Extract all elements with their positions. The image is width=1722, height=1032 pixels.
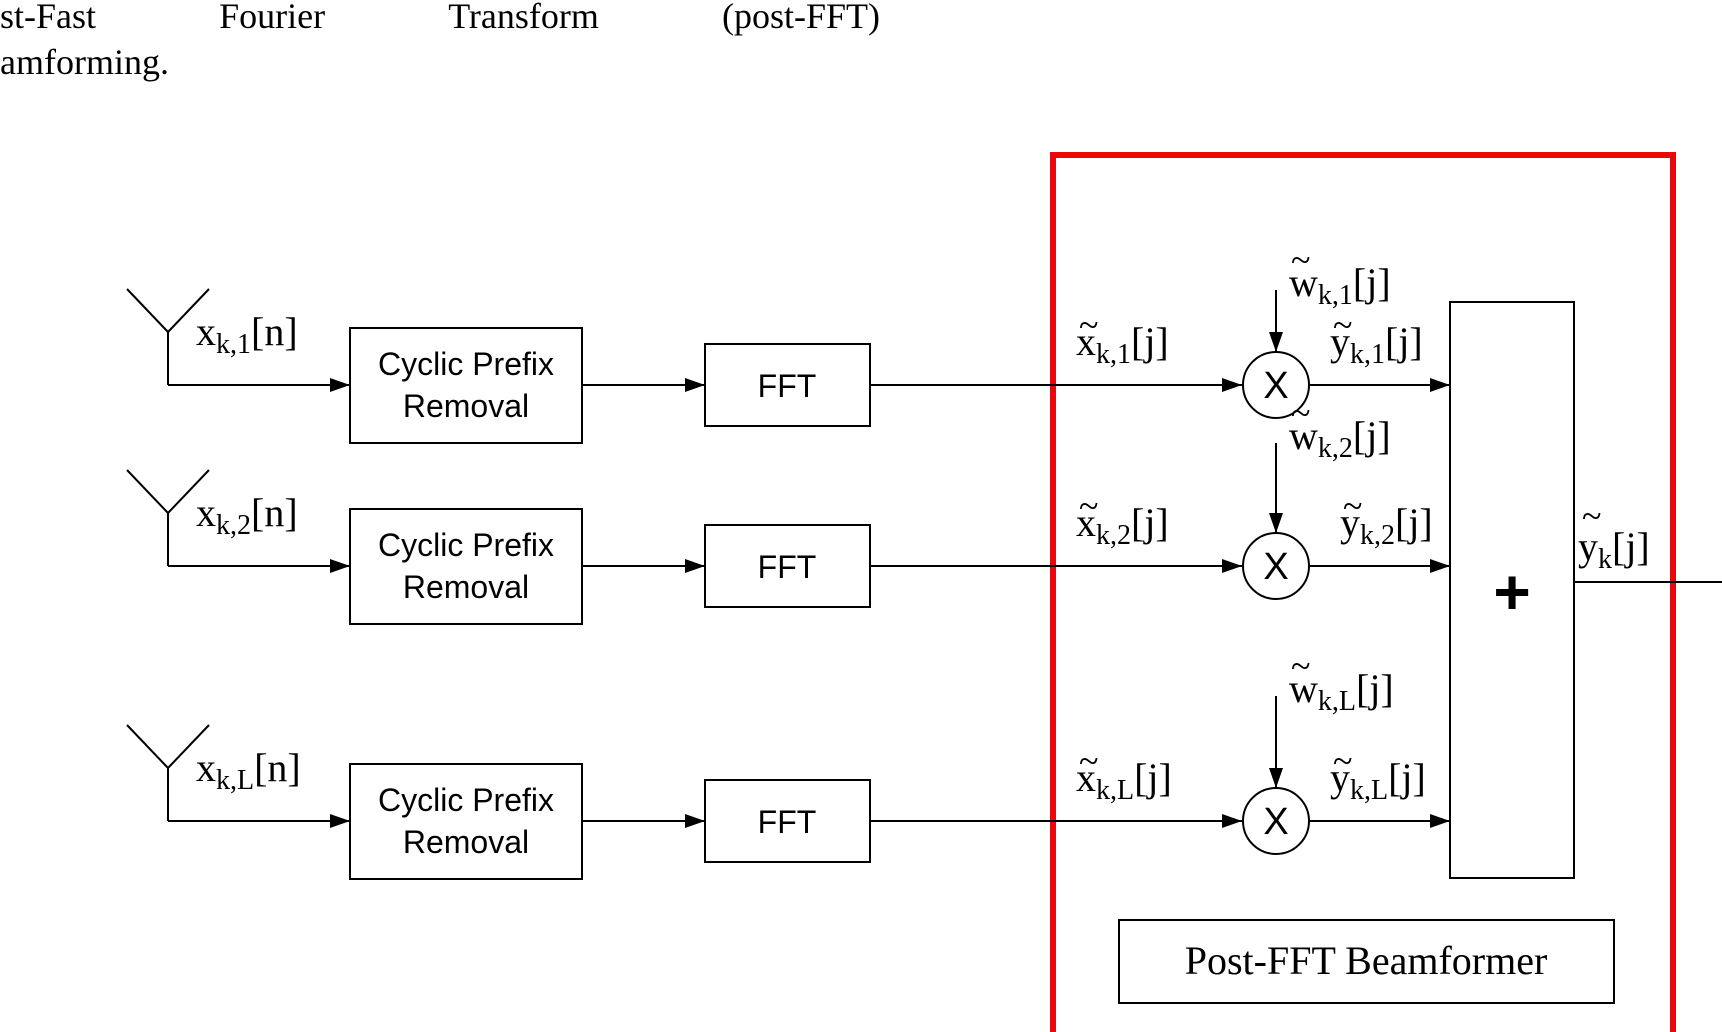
weight-label-subscript: k,L <box>1318 686 1356 717</box>
weighted-output-label-argument: [j] <box>1385 319 1423 364</box>
signal-branch: xk,2[n]Cyclic PrefixRemovalFFT~xk,2[j]~w… <box>126 393 1450 625</box>
fft-block-label: FFT <box>758 549 817 585</box>
weight-label-tilde: ~ <box>1291 393 1310 433</box>
freq-domain-label: xk,2[j] <box>1076 500 1169 551</box>
weighted-output-label-symbol: y <box>1330 319 1350 364</box>
freq-domain-label-subscript: k,L <box>1096 775 1134 806</box>
cp-block-label-line-2: Removal <box>403 388 529 424</box>
signal-branch: xk,L[n]Cyclic PrefixRemovalFFT~xk,L[j]~w… <box>126 646 1450 880</box>
freq-domain-label-subscript: k,1 <box>1096 339 1131 370</box>
input-signal-label: xk,L[n] <box>196 745 301 796</box>
antenna-icon <box>126 469 210 566</box>
multiplier-symbol: X <box>1263 801 1288 843</box>
weighted-output-label-symbol: y <box>1340 500 1360 545</box>
freq-domain-label-symbol: x <box>1076 755 1096 800</box>
input-signal-label-subscript: k,1 <box>216 329 251 360</box>
freq-domain-label-argument: [j] <box>1134 755 1172 800</box>
freq-domain-label-subscript: k,2 <box>1096 520 1131 551</box>
weight-label: wk,1[j] <box>1289 260 1391 311</box>
weighted-output-label: yk,L[j] <box>1330 755 1426 806</box>
freq-domain-label-argument: [j] <box>1131 500 1169 545</box>
fft-block <box>704 779 871 863</box>
summer-block <box>1449 301 1575 879</box>
cp-block-label-line-1: Cyclic Prefix <box>378 527 554 563</box>
freq-label-tilde: ~ <box>1079 305 1098 345</box>
weight-label: wk,2[j] <box>1289 413 1391 464</box>
weighted-output-tilde: ~ <box>1333 741 1352 781</box>
caption-word: st-Fast <box>0 0 97 36</box>
weighted-output-label: yk,2[j] <box>1340 500 1433 551</box>
weighted-output-label-symbol: y <box>1330 755 1350 800</box>
weighted-output-tilde: ~ <box>1333 305 1352 345</box>
caption-word: (post-FFT) <box>721 0 880 36</box>
weight-label-argument: [j] <box>1353 413 1391 458</box>
weighted-output-label-subscript: k,L <box>1350 775 1388 806</box>
output-symbol: y <box>1578 524 1598 569</box>
weighted-output-label: yk,1[j] <box>1330 319 1423 370</box>
antenna-icon <box>126 724 210 821</box>
input-signal-label-argument: [n] <box>251 309 298 354</box>
cp-block-label-line-1: Cyclic Prefix <box>378 346 554 382</box>
caption-line-1: st-Fast Fourier Transform (post-FFT) <box>0 0 880 34</box>
cp-block-label-line-2: Removal <box>403 824 529 860</box>
input-signal-label-subscript: k,2 <box>216 510 251 541</box>
weight-label-argument: [j] <box>1353 260 1391 305</box>
output-subscript: k <box>1598 544 1612 575</box>
weight-label-symbol: w <box>1289 666 1318 711</box>
weight-label-subscript: k,1 <box>1318 280 1353 311</box>
freq-domain-label-symbol: x <box>1076 319 1096 364</box>
freq-label-tilde: ~ <box>1079 486 1098 526</box>
input-signal-label-symbol: x <box>196 309 216 354</box>
multiplier-symbol: X <box>1263 365 1288 407</box>
beamformer-highlight-frame <box>1050 152 1676 1032</box>
beamformer-label-box <box>1118 919 1615 1004</box>
weight-label-subscript: k,2 <box>1318 433 1353 464</box>
freq-label-tilde: ~ <box>1079 741 1098 781</box>
input-signal-label-argument: [n] <box>254 745 301 790</box>
weighted-output-label-argument: [j] <box>1395 500 1433 545</box>
freq-domain-label: xk,1[j] <box>1076 319 1169 370</box>
weight-label-tilde: ~ <box>1291 240 1310 280</box>
beamformer-label: Post-FFT Beamformer <box>1185 938 1548 983</box>
weight-label: wk,L[j] <box>1289 666 1394 717</box>
signal-branch: xk,1[n]Cyclic PrefixRemovalFFT~xk,1[j]~w… <box>126 240 1450 444</box>
weighted-output-label-subscript: k,1 <box>1350 339 1385 370</box>
summer-plus-symbol: + <box>1493 556 1530 628</box>
input-signal-label: xk,1[n] <box>196 309 298 360</box>
freq-domain-label: xk,L[j] <box>1076 755 1172 806</box>
fft-block-label: FFT <box>758 804 817 840</box>
cp-block-label-line-1: Cyclic Prefix <box>378 782 554 818</box>
fft-block <box>704 524 871 608</box>
weight-label-symbol: w <box>1289 413 1318 458</box>
weight-label-argument: [j] <box>1356 666 1394 711</box>
multiplier-symbol: X <box>1263 546 1288 588</box>
cp-block-label-line-2: Removal <box>403 569 529 605</box>
input-signal-label: xk,2[n] <box>196 490 298 541</box>
fft-block-label: FFT <box>758 368 817 404</box>
weight-label-symbol: w <box>1289 260 1318 305</box>
weighted-output-label-argument: [j] <box>1388 755 1426 800</box>
output-argument: [j] <box>1612 524 1650 569</box>
cyclic-prefix-removal-block <box>349 763 583 880</box>
caption-line-2: amforming. <box>0 42 169 82</box>
input-signal-label-symbol: x <box>196 745 216 790</box>
weight-label-tilde: ~ <box>1291 646 1310 686</box>
output-label: yk[j] <box>1578 524 1650 575</box>
caption-word: Transform <box>448 0 599 36</box>
weighted-output-label-subscript: k,2 <box>1360 520 1395 551</box>
input-signal-label-symbol: x <box>196 490 216 535</box>
freq-domain-label-symbol: x <box>1076 500 1096 545</box>
weighted-output-tilde: ~ <box>1343 486 1362 526</box>
output-tilde: ~ <box>1582 496 1601 536</box>
fft-block <box>704 343 871 427</box>
antenna-icon <box>126 288 210 385</box>
cyclic-prefix-removal-block <box>349 327 583 444</box>
cyclic-prefix-removal-block <box>349 508 583 625</box>
input-signal-label-argument: [n] <box>251 490 298 535</box>
input-signal-label-subscript: k,L <box>216 765 254 796</box>
freq-domain-label-argument: [j] <box>1131 319 1169 364</box>
caption-word: Fourier <box>219 0 326 36</box>
